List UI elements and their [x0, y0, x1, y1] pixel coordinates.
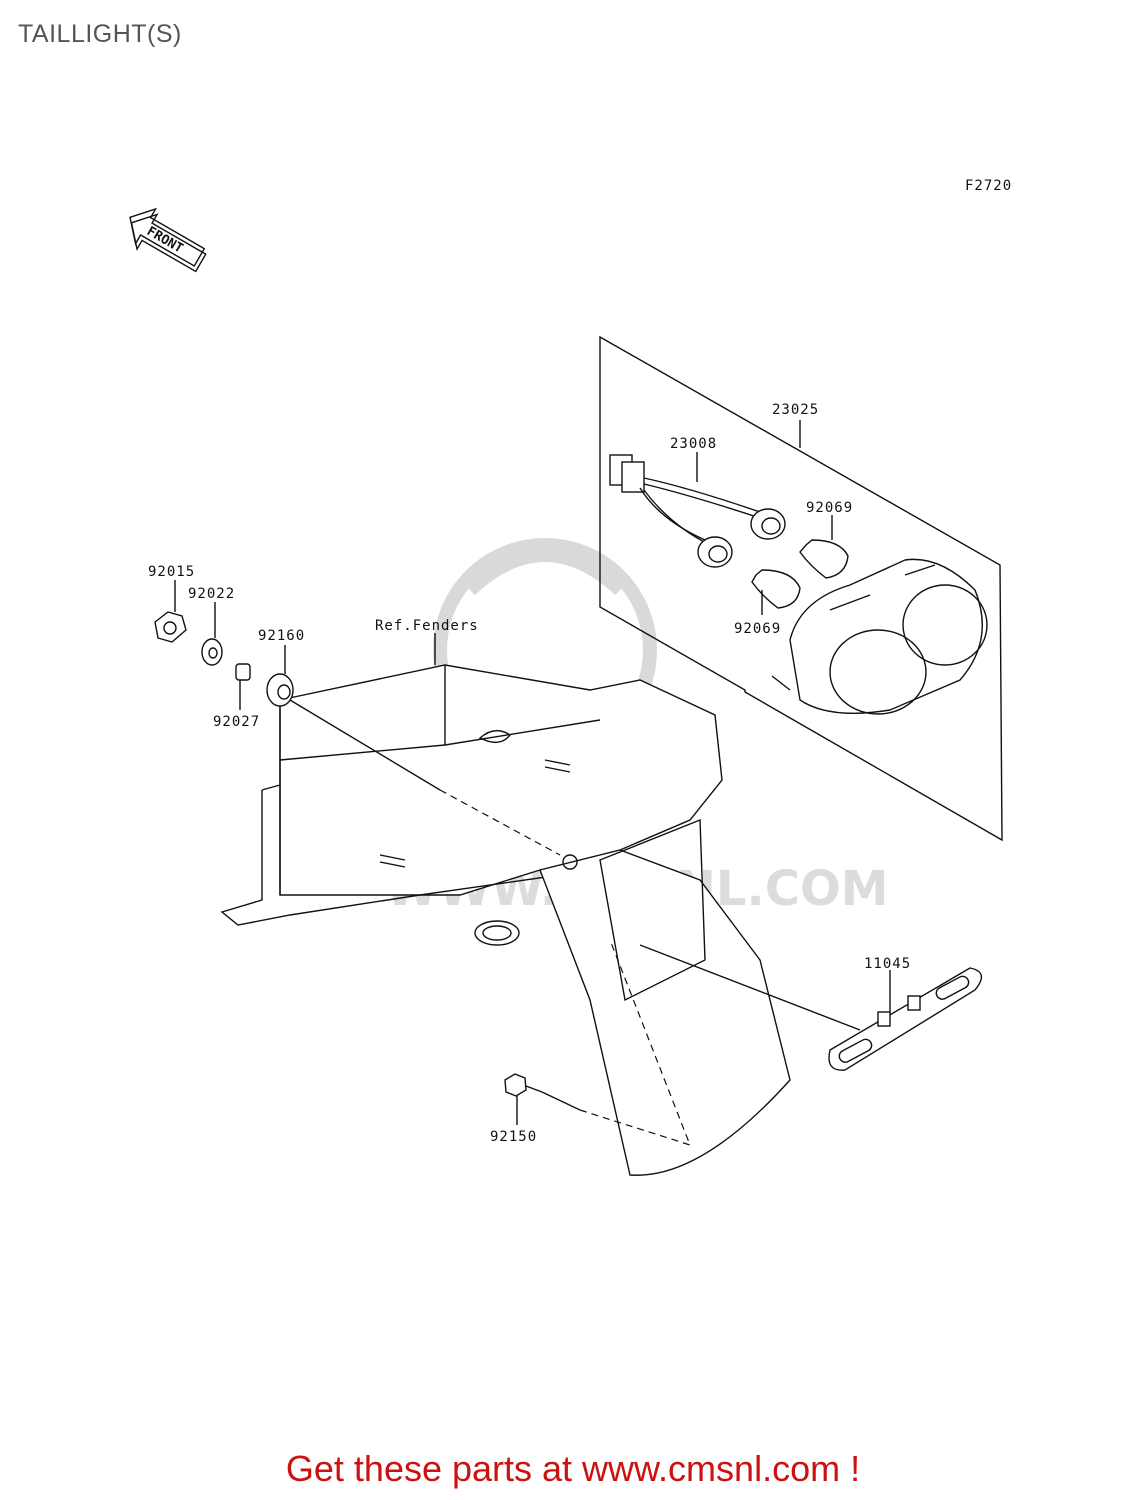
license-bracket [828, 967, 983, 1071]
nut-92015 [154, 611, 187, 643]
part-label-92069-upper[interactable]: 92069 [806, 500, 853, 516]
taillight-housing [771, 558, 988, 715]
part-label-23008[interactable]: 23008 [670, 436, 717, 452]
collar-92027 [235, 663, 251, 681]
grommet-92160 [266, 673, 294, 707]
assembly-box [599, 335, 1003, 842]
bolt-92150 [504, 1073, 543, 1097]
assembly-lines [174, 420, 891, 1146]
ref-fenders-label: Ref.Fenders [375, 618, 479, 634]
part-label-11045[interactable]: 11045 [864, 956, 911, 972]
front-arrow-icon: FRONT [129, 207, 207, 273]
wire-harness [609, 454, 786, 568]
part-label-92160[interactable]: 92160 [258, 628, 305, 644]
bulb-lower [751, 569, 801, 609]
figure-ref: F2720 [965, 178, 1012, 194]
rear-fender [220, 664, 791, 1176]
bulb-upper [799, 539, 849, 579]
promo-link[interactable]: Get these parts at www.cmsnl.com ! [285, 1448, 861, 1489]
part-label-92027[interactable]: 92027 [213, 714, 260, 730]
part-label-92069-lower[interactable]: 92069 [734, 621, 781, 637]
page-title: TAILLIGHT(S) [18, 20, 182, 48]
washer-92022 [201, 638, 223, 666]
part-label-92022[interactable]: 92022 [188, 586, 235, 602]
promo-banner[interactable]: Get these parts at www.cmsnl.com ! [0, 1448, 1146, 1490]
part-label-23025[interactable]: 23025 [772, 402, 819, 418]
part-label-92150[interactable]: 92150 [490, 1129, 537, 1145]
part-label-92015[interactable]: 92015 [148, 564, 195, 580]
